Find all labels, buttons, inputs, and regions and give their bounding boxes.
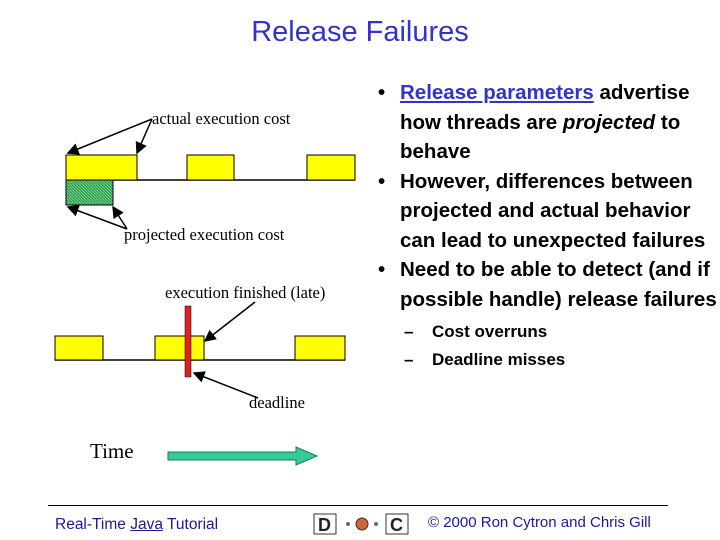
dash-glyph: –: [404, 350, 414, 369]
bullet-item: • Release parameters advertise how threa…: [372, 78, 717, 167]
bullet-italic: projected: [562, 110, 656, 134]
subbullet-text: Deadline misses: [432, 350, 566, 369]
exec-block: [54, 335, 104, 361]
subbullet-list: – Cost overruns – Deadline misses: [372, 318, 717, 374]
time-arrow: [167, 446, 319, 466]
dash-glyph: –: [404, 322, 414, 341]
slide-title: Release Failures: [251, 16, 469, 48]
bullet-link-release-parameters: Release parameters: [400, 81, 594, 104]
bullet-glyph: •: [378, 258, 386, 281]
arrow-projected-right: [112, 205, 128, 230]
footer-course-name: Real-Time Java Tutorial: [55, 516, 218, 534]
subbullet-item: – Cost overruns: [404, 318, 717, 346]
label-execution-finished: execution finished (late): [165, 283, 325, 302]
label-projected-cost: projected execution cost: [124, 225, 285, 244]
subbullet-text: Cost overruns: [432, 322, 548, 341]
footer-text: Tutorial: [167, 516, 219, 533]
arrow-actual-left: [66, 118, 153, 155]
bullet-list: • Release parameters advertise how threa…: [372, 78, 717, 374]
svg-text:D: D: [318, 515, 331, 535]
label-actual-cost: actual execution cost: [152, 109, 291, 128]
arrow-finished: [203, 301, 256, 342]
bullet-glyph: •: [378, 81, 386, 104]
subbullet-item: – Deadline misses: [404, 346, 717, 374]
exec-block: [294, 335, 346, 361]
footer-text: Real-Time: [55, 516, 126, 533]
label-deadline: deadline: [249, 393, 305, 412]
exec-block: [186, 154, 235, 181]
bullet-item: • Need to be able to detect (and if poss…: [372, 255, 717, 314]
bullet-text: However, differences between projected a…: [400, 169, 706, 252]
label-time: Time: [90, 439, 134, 463]
bullet-text: Need to be able to detect (and if possib…: [400, 258, 717, 311]
exec-block: [306, 154, 356, 181]
doc-logo: D C: [313, 513, 409, 535]
exec-block-actual: [65, 154, 138, 181]
bullet-text: to behave: [400, 110, 681, 164]
arrow-projected-left: [66, 205, 128, 230]
bullet-item: • However, differences between projected…: [372, 167, 717, 256]
deadline-marker: [184, 305, 192, 378]
footer-divider: [48, 505, 668, 506]
arrow-deadline: [192, 371, 259, 399]
bullet-glyph: •: [378, 169, 386, 193]
projected-cost-block: [65, 179, 114, 206]
exec-block-late: [154, 335, 205, 361]
bullet-text: advertise how threads are: [400, 81, 690, 134]
footer-copyright: © 2000 Ron Cytron and Chris Gill: [428, 514, 651, 531]
footer-link-java[interactable]: Java: [130, 516, 163, 533]
arrow-actual-right: [135, 118, 153, 155]
svg-text:C: C: [390, 515, 403, 535]
